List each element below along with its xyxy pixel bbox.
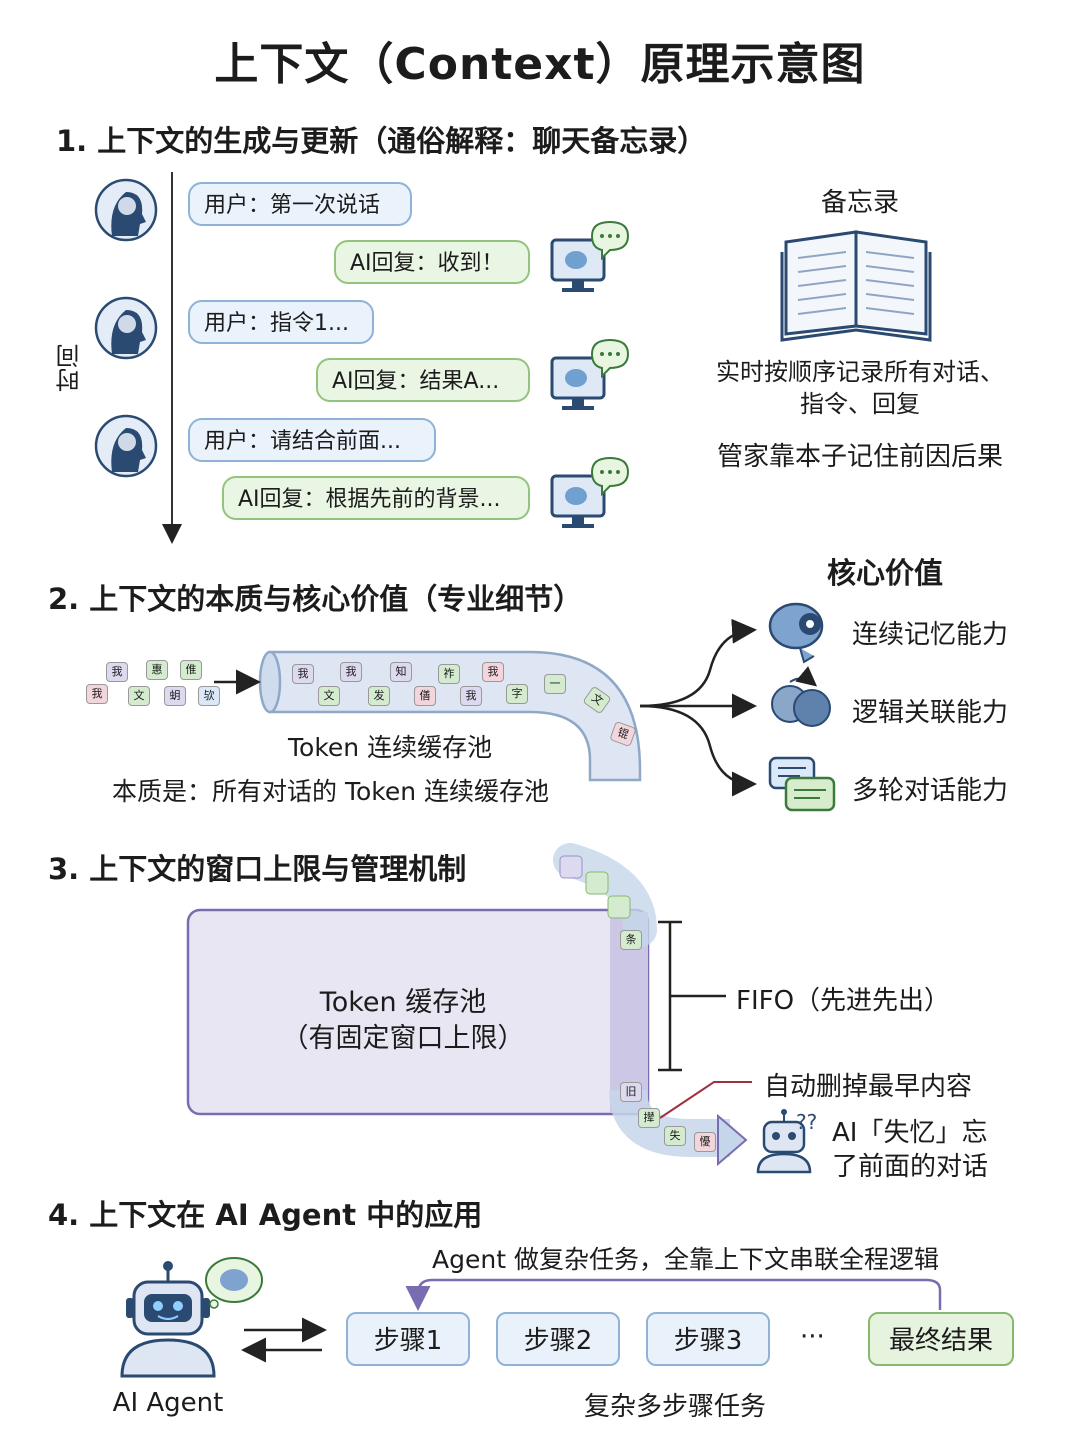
branch-arrows xyxy=(639,618,757,797)
queue-token: 失 xyxy=(664,1126,686,1146)
pipe-token: 我 xyxy=(460,686,482,706)
step-box-1: 步骤1 xyxy=(346,1312,470,1366)
pipe-token: 文 xyxy=(318,686,340,706)
token-floating-3 xyxy=(607,895,631,919)
pipe-token: 祚 xyxy=(438,664,460,684)
ai-reply-1: AI回复：收到！ xyxy=(334,240,530,284)
forget-line1: AI「失忆」忘 xyxy=(832,1118,988,1148)
pool-box-line2: （有固定窗口上限） xyxy=(281,1023,525,1054)
user-head-icon-1 xyxy=(94,178,158,242)
queue-token: 撵 xyxy=(638,1108,660,1128)
time-axis-label: 时间 xyxy=(56,344,84,392)
loose-token: 我 xyxy=(86,684,108,704)
user-message-2: 用户：指令1... xyxy=(188,300,374,344)
loose-token: 欤 xyxy=(198,686,220,706)
value-continuous-memory: 连续记忆能力 xyxy=(852,620,1009,650)
token-floating-2 xyxy=(585,871,609,895)
final-result-box: 最终结果 xyxy=(868,1312,1014,1366)
token-floating-1 xyxy=(559,855,583,879)
loose-token: 蚏 xyxy=(164,686,186,706)
logic-heads-icon xyxy=(771,666,831,727)
memo-desc-line1: 实时按顺序记录所有对话、 xyxy=(716,358,1004,386)
pipe-token: 我 xyxy=(482,662,504,682)
user-message-1: 用户：第一次说话 xyxy=(188,182,412,226)
forgetful-robot-icon xyxy=(756,1109,812,1174)
pipe-token: 我 xyxy=(340,662,362,682)
auto-delete-label: 自动删掉最早内容 xyxy=(764,1072,973,1102)
multi-step-caption: 复杂多步骤任务 xyxy=(583,1392,766,1422)
loose-token: 我 xyxy=(106,662,128,682)
thought-brain-icon xyxy=(205,1257,263,1309)
forget-line2: 了前面的对话 xyxy=(832,1152,989,1182)
ai-monitor-icon-1 xyxy=(550,220,630,292)
ai-reply-2: AI回复：结果A... xyxy=(316,358,530,402)
essence-statement: 本质是：所有对话的 Token 连续缓存池 xyxy=(112,777,550,806)
pipe-token: 字 xyxy=(506,684,528,704)
ai-agent-robot-icon xyxy=(120,1261,216,1378)
user-head-icon-3 xyxy=(94,414,158,478)
ai-reply-3: AI回复：根据先前的背景... xyxy=(222,476,530,520)
memo-title: 备忘录 xyxy=(820,188,899,218)
pipe-token: 发 xyxy=(368,686,390,706)
section-4-heading: 4. 上下文在 AI Agent 中的应用 xyxy=(48,1198,483,1232)
memo-desc-line3: 管家靠本子记住前因后果 xyxy=(716,442,1003,472)
section-2-heading: 2. 上下文的本质与核心价值（专业细节） xyxy=(48,582,583,616)
book-icon xyxy=(780,230,932,342)
incoming-tokens-curve xyxy=(553,843,657,947)
section-1-heading: 1. 上下文的生成与更新（通俗解释：聊天备忘录） xyxy=(56,124,707,158)
auto-delete-pointer xyxy=(659,1081,752,1119)
fifo-label: FIFO（先进先出） xyxy=(736,986,951,1016)
brain-gear-icon xyxy=(768,602,824,664)
loose-token: 倠 xyxy=(180,660,202,680)
multi-chat-icon xyxy=(768,756,836,812)
queue-token: 旧 xyxy=(620,1082,642,1102)
ai-monitor-icon-3 xyxy=(550,456,630,528)
memo-desc-line2: 指令、回复 xyxy=(800,390,920,418)
loose-token: 惠 xyxy=(146,660,168,680)
pipe-token: 一 xyxy=(544,674,566,694)
step-box-2: 步骤2 xyxy=(496,1312,620,1366)
page-title: 上下文（Context）原理示意图 xyxy=(214,39,866,90)
queue-token: 条 xyxy=(620,930,642,950)
feedback-loop-arrow xyxy=(405,1278,942,1311)
agent-loop-text: Agent 做复杂任务，全靠上下文串联全程逻辑 xyxy=(432,1245,939,1274)
pool-box-line1: Token 缓存池 xyxy=(319,987,487,1018)
step-box-3: 步骤3 xyxy=(646,1312,770,1366)
pipe-token: 僐 xyxy=(414,686,436,706)
loose-token: 文 xyxy=(128,686,150,706)
value-logic-association: 逻辑关联能力 xyxy=(852,698,1009,728)
token-pool-label: Token 连续缓存池 xyxy=(288,733,493,762)
core-value-title: 核心价值 xyxy=(826,556,943,590)
pipe-token: 知 xyxy=(390,662,412,682)
ai-agent-label: AI Agent xyxy=(112,1388,224,1418)
steps-ellipsis: ··· xyxy=(800,1322,825,1352)
user-message-3: 用户：请结合前面... xyxy=(188,418,436,462)
fifo-bracket xyxy=(658,920,726,1072)
section-3-heading: 3. 上下文的窗口上限与管理机制 xyxy=(48,852,467,886)
user-head-icon-2 xyxy=(94,296,158,360)
pipe-token: 我 xyxy=(292,664,314,684)
ai-monitor-icon-2 xyxy=(550,338,630,410)
value-multi-turn-dialogue: 多轮对话能力 xyxy=(852,776,1009,806)
forget-question-marks: ?? xyxy=(796,1110,818,1134)
queue-token: 懮 xyxy=(694,1132,716,1152)
